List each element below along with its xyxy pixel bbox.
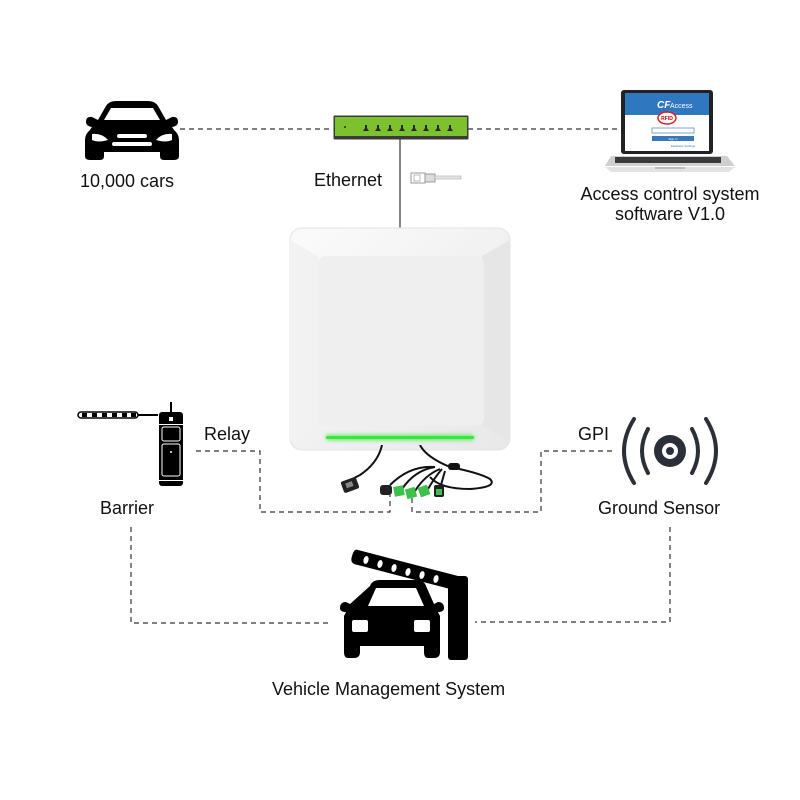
vms-label: Vehicle Management System	[272, 679, 506, 699]
switch-ports	[363, 125, 453, 131]
barrier-label: Barrier	[100, 498, 155, 518]
gpi-label: GPI	[578, 424, 610, 444]
laptop-brand: CF	[657, 100, 671, 111]
laptop-signin-button: Sign In	[668, 137, 678, 141]
car-barrier-icon	[340, 549, 468, 660]
line-gpi	[411, 450, 612, 513]
line-barrier-vms	[130, 527, 330, 624]
ground-sensor-icon	[622, 417, 718, 485]
software-label-line2: software V1.0	[614, 204, 726, 224]
laptop-icon: CF Access RFID Sign In Database Settings	[605, 90, 735, 172]
barrier-gate-icon	[77, 402, 183, 486]
status-led	[326, 436, 474, 439]
ethernet-cable-icon	[410, 172, 462, 184]
software-label: Access control system software V1.0	[560, 184, 780, 224]
car-front-icon	[85, 101, 179, 160]
ground-sensor-label: Ground Sensor	[598, 498, 721, 518]
laptop-rfid-badge: RFID	[661, 116, 673, 122]
cars-label: 10,000 cars	[80, 171, 175, 191]
relay-label: Relay	[204, 424, 251, 444]
reader-cables-icon	[340, 445, 493, 500]
laptop-brand-suffix: Access	[670, 103, 693, 110]
network-switch-icon	[333, 115, 469, 140]
ethernet-label: Ethernet	[314, 170, 383, 190]
laptop-db-link: Database Settings	[671, 144, 696, 148]
line-sensor-vms	[475, 527, 671, 623]
software-label-line1: Access control system	[580, 184, 760, 204]
rfid-reader-icon	[289, 227, 511, 451]
